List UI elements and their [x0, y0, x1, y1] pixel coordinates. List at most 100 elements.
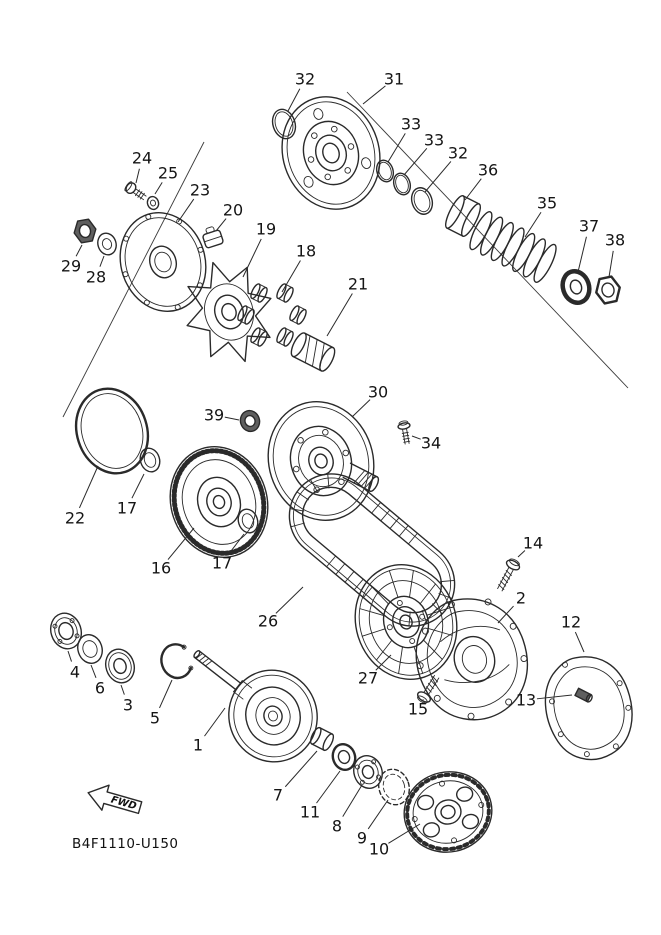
part-19-primary-drive-face [186, 261, 272, 363]
part-number-label: 1 [193, 736, 203, 755]
part-number-label: 32 [295, 70, 315, 89]
diagram-code: B4F1110-U150 [72, 836, 179, 852]
callout-17: 17 [212, 533, 245, 573]
callout-35: 35 [524, 194, 557, 238]
part-number-label: 14 [523, 534, 543, 553]
callout-34: 34 [411, 434, 441, 453]
callout-1: 1 [193, 707, 226, 755]
part-number-label: 2 [516, 589, 526, 608]
callout-4: 4 [67, 650, 80, 682]
callout-28: 28 [86, 255, 106, 287]
part-number-label: 33 [401, 115, 421, 134]
part-21-spacer-collar [290, 332, 336, 372]
part-number-label: 17 [212, 554, 232, 573]
part-number-label: 38 [605, 231, 625, 250]
part-number-label: 3 [123, 696, 133, 715]
callout-12: 12 [561, 613, 585, 653]
part-9-gasket-ring [377, 768, 411, 806]
callout-29: 29 [61, 244, 83, 276]
part-number-label: 19 [256, 220, 276, 239]
callout-3: 3 [120, 684, 133, 715]
part-number-label: 34 [421, 434, 441, 453]
callout-20: 20 [215, 201, 243, 232]
callout-26: 26 [258, 586, 304, 631]
fwd-arrow: FWD [87, 784, 143, 815]
callout-17: 17 [117, 473, 145, 518]
part-29-nut [73, 218, 97, 244]
part-number-label: 35 [537, 194, 557, 213]
callout-33: 33 [403, 131, 444, 176]
callout-24: 24 [132, 149, 152, 184]
part-number-label: 8 [332, 817, 342, 836]
callout-13: 13 [516, 691, 573, 710]
part-number-label: 18 [296, 242, 316, 261]
part-20-slider [202, 226, 224, 249]
part-15-bolt [416, 674, 440, 704]
part-8-bearing [353, 755, 383, 789]
part-32-ring-b [410, 187, 434, 215]
callout-19: 19 [242, 220, 276, 278]
callout-14: 14 [517, 534, 543, 558]
part-39-flange-nut [239, 409, 261, 433]
part-number-label: 37 [579, 217, 599, 236]
callout-38: 38 [605, 231, 625, 278]
callout-23: 23 [177, 181, 210, 223]
part-number-label: 20 [223, 201, 243, 220]
part-number-label: 33 [424, 131, 444, 150]
part-number-label: 29 [61, 257, 81, 276]
part-number-label: 26 [258, 612, 278, 631]
callout-31: 31 [362, 70, 404, 105]
part-number-label: 24 [132, 149, 152, 168]
part-24-bolt [124, 181, 147, 201]
part-number-label: 21 [348, 275, 368, 294]
part-10-clutch-cover [403, 771, 493, 853]
part-12-gasket [544, 656, 633, 761]
part-4-bearing [49, 612, 83, 650]
part-27-fan-sheave [354, 564, 458, 680]
part-25-washer [146, 195, 160, 211]
part-13-dowel-pin [574, 687, 593, 703]
part-37-washer [560, 269, 592, 305]
part-35-compression-spring [469, 211, 557, 283]
callout-2: 2 [497, 589, 526, 624]
part-number-label: 15 [408, 700, 428, 719]
callout-32: 32 [424, 144, 468, 193]
callout-5: 5 [150, 679, 173, 728]
part-number-label: 13 [516, 691, 536, 710]
callout-22: 22 [65, 465, 99, 528]
callout-6: 6 [90, 664, 105, 698]
callout-9: 9 [357, 799, 389, 848]
part-number-label: 5 [150, 709, 160, 728]
callout-36: 36 [464, 161, 498, 201]
part-number-label: 9 [357, 829, 367, 848]
part-number-label: 4 [70, 663, 80, 682]
part-2-crankcase-cover [415, 598, 529, 721]
part-number-label: 27 [358, 669, 378, 688]
part-5-circlip [160, 643, 194, 680]
part-30-spline-shaft [342, 462, 380, 492]
part-38-nut [595, 275, 621, 305]
part-1-primary-shaft-assembly [193, 650, 318, 763]
callout-15: 15 [408, 699, 428, 719]
part-23-plate [119, 212, 207, 312]
callout-39: 39 [204, 406, 240, 425]
callout-21: 21 [326, 275, 368, 337]
part-number-label: 17 [117, 499, 137, 518]
part-16-clutch-carrier-sheave [169, 446, 269, 558]
part-22-oring-large [74, 387, 150, 475]
part-33-oring-a [375, 159, 395, 183]
part-number-label: 6 [95, 679, 105, 698]
part-26-v-belt [288, 473, 456, 627]
part-number-label: 30 [368, 383, 388, 402]
part-14-bolt [497, 558, 521, 592]
callout-25: 25 [154, 164, 178, 195]
part-number-label: 10 [369, 840, 389, 859]
part-30-secondary-sheave [267, 401, 375, 521]
callout-30: 30 [351, 383, 388, 418]
callout-18: 18 [281, 242, 316, 293]
part-11-bearing-small [331, 742, 357, 772]
part-number-label: 28 [86, 268, 106, 287]
part-number-label: 23 [190, 181, 210, 200]
